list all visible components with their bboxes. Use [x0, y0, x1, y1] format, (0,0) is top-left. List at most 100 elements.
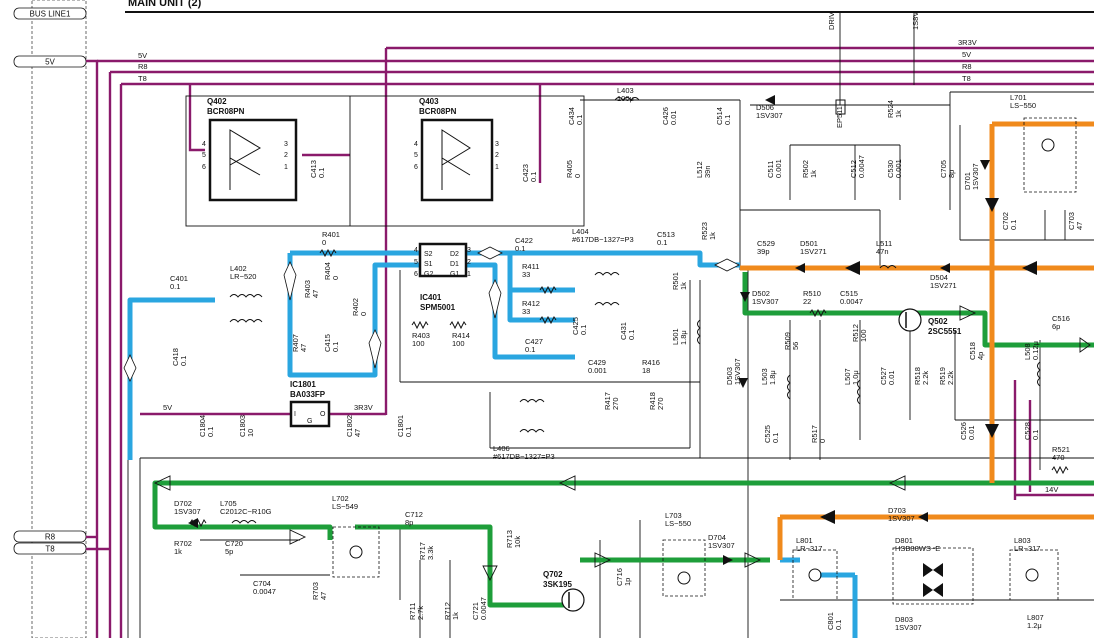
component-label-c512: C5120.0047 — [849, 155, 866, 178]
bus-label-t8: T8 — [13, 542, 87, 555]
svg-text:S2: S2 — [424, 251, 433, 258]
svg-text:6: 6 — [414, 271, 418, 278]
component-label-c703: C70347 — [1067, 212, 1084, 230]
rail-label-r8: R8 — [138, 62, 148, 71]
component-label-c702: C7020.1 — [1001, 212, 1018, 230]
component-label-l508: L5080.12μ — [1023, 341, 1040, 360]
rail-label-5v-lower: 5V — [163, 403, 172, 412]
svg-text:IC401: IC401 — [420, 293, 442, 302]
svg-text:5: 5 — [202, 152, 206, 159]
ic-ic1801: I G O IC1801 BA033FP — [289, 380, 331, 428]
component-label-l512: L51239n — [695, 161, 712, 178]
svg-text:Q502: Q502 — [928, 317, 948, 326]
svg-text:2SC5551: 2SC5551 — [928, 327, 962, 336]
component-label-c418: C4180.1 — [171, 348, 188, 366]
component-label-r711: R7112.7k — [408, 603, 425, 620]
svg-text:Q403: Q403 — [419, 97, 439, 106]
signal-path-green — [152, 272, 1094, 608]
bus-label-5v: 5V — [13, 55, 87, 68]
svg-text:6: 6 — [414, 164, 418, 171]
power-rails — [86, 46, 1094, 638]
coil-boxes — [332, 117, 1077, 601]
rail-label-14v: 14V — [1045, 485, 1058, 494]
component-label-r713: R71310k — [505, 530, 522, 548]
svg-text:4: 4 — [414, 247, 418, 254]
component-label-l501: L5011.8μ — [671, 328, 688, 345]
component-label-c426: C4260.01 — [661, 107, 678, 125]
component-label-r501: R5011k — [671, 272, 688, 290]
svg-text:T8: T8 — [45, 545, 55, 554]
svg-text:G2: G2 — [424, 271, 433, 278]
ep511-box — [835, 99, 846, 115]
ic-ic401: S2 S1 G2 D2 D1 G1 4 5 6 3 2 1 IC401 SPM5… — [414, 242, 471, 312]
component-label-l404: L404#617DB−1327=P3 — [572, 227, 634, 244]
svg-text:3SK195: 3SK195 — [543, 580, 572, 589]
ic-q403: Q403 BCR08PN 4 5 6 3 2 1 — [414, 97, 499, 202]
component-label-r403: R40347 — [303, 280, 320, 298]
svg-text:3: 3 — [284, 141, 288, 148]
diodes — [188, 95, 990, 565]
transistor-q702: Q702 3SK195 — [543, 570, 585, 612]
component-label-c434: C4340.1 — [567, 107, 584, 125]
component-label-r703: R70347 — [311, 582, 328, 600]
component-label-c1801: C18010.1 — [396, 415, 413, 437]
component-label-d503: D5031SV307 — [725, 358, 742, 385]
component-label-c413: C4130.1 — [309, 160, 326, 178]
wiring — [127, 12, 1094, 638]
component-label-r502: R5021k — [801, 160, 818, 178]
component-label-c1803: C180310 — [238, 415, 255, 437]
component-label-c514: C5140.1 — [715, 107, 732, 125]
bus-label-r8: R8 — [13, 530, 87, 543]
svg-text:3: 3 — [467, 247, 471, 254]
diode-bridge-d801 — [892, 547, 974, 605]
rail-label-1s8v: 1S8V — [911, 12, 920, 30]
svg-text:IC1801: IC1801 — [290, 380, 316, 389]
svg-text:D2: D2 — [450, 251, 459, 258]
component-label-r523: R5231k — [700, 222, 717, 240]
svg-text:1: 1 — [495, 164, 499, 171]
diagram-title: MAIN UNIT (2) — [128, 0, 202, 9]
component-label-c530: C5300.001 — [886, 159, 903, 178]
rail-label-3r3v-lower: 3R3V — [354, 403, 373, 412]
svg-text:BCR08PN: BCR08PN — [207, 107, 245, 116]
component-label-c425: C4250.1 — [571, 317, 588, 335]
component-label-c1804: C18040.1 — [198, 415, 215, 437]
component-label-c511: C5110.001 — [766, 159, 783, 178]
svg-text:R8: R8 — [45, 533, 56, 542]
svg-text:6: 6 — [202, 164, 206, 171]
svg-text:5V: 5V — [45, 58, 55, 67]
component-label-l406: L406#617DB−1327=P3 — [493, 444, 555, 461]
component-label-c801: C8010.1 — [826, 612, 843, 630]
component-label-c423: C4230.1 — [521, 164, 538, 182]
component-label-r407: R40747 — [291, 334, 308, 352]
svg-text:Q402: Q402 — [207, 97, 227, 106]
svg-text:SPM5001: SPM5001 — [420, 303, 456, 312]
